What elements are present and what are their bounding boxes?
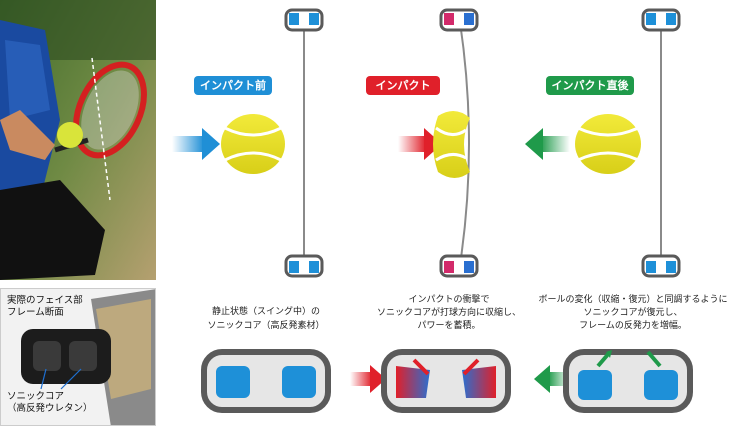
frame-cross-section-inset: 実際のフェイス部 フレーム断面 ソニックコア （高反発ウレタン）: [0, 288, 156, 426]
string-after: [641, 8, 681, 278]
inset-title-line2: フレーム断面: [7, 307, 64, 318]
ball-impact: [433, 110, 470, 178]
caption-static-line2: ソニックコア（高反発素材）: [207, 321, 325, 331]
arrow-before: [172, 128, 220, 160]
string-before: [284, 8, 324, 278]
player-photo: [0, 0, 156, 280]
caption-after-line1: ボールの変化（収縮・復元）と同調するように: [538, 295, 728, 305]
badge-after-impact: インパクト直後: [546, 76, 634, 95]
caption-static-line1: 静止状態（スイング中）の: [211, 307, 320, 317]
arrow-after: [525, 128, 570, 160]
badge-impact: インパクト: [366, 76, 440, 95]
caption-impact-line2: ソニックコアが打球方向に収縮し、: [376, 308, 521, 318]
caption-impact-line3: パワーを蓄積。: [417, 321, 481, 331]
ball-before: [221, 114, 285, 174]
frame-section-after: [563, 349, 693, 413]
frame-section-static: [201, 349, 331, 413]
caption-after-line2: ソニックコアが復元し、: [583, 308, 683, 318]
caption-after-line3: フレームの反発力を増幅。: [579, 321, 687, 331]
arrow-impact-bottom: [350, 365, 386, 393]
inset-core-line1: ソニックコア: [7, 391, 65, 402]
ball-after: [575, 114, 641, 174]
inset-core-line2: （高反発ウレタン）: [7, 403, 93, 414]
string-impact: [439, 8, 479, 278]
inset-title-line1: 実際のフェイス部: [7, 295, 83, 306]
frame-section-impact: [381, 349, 511, 413]
caption-impact-line1: インパクトの衝撃で: [408, 295, 490, 305]
badge-before-impact: インパクト前: [194, 76, 272, 95]
